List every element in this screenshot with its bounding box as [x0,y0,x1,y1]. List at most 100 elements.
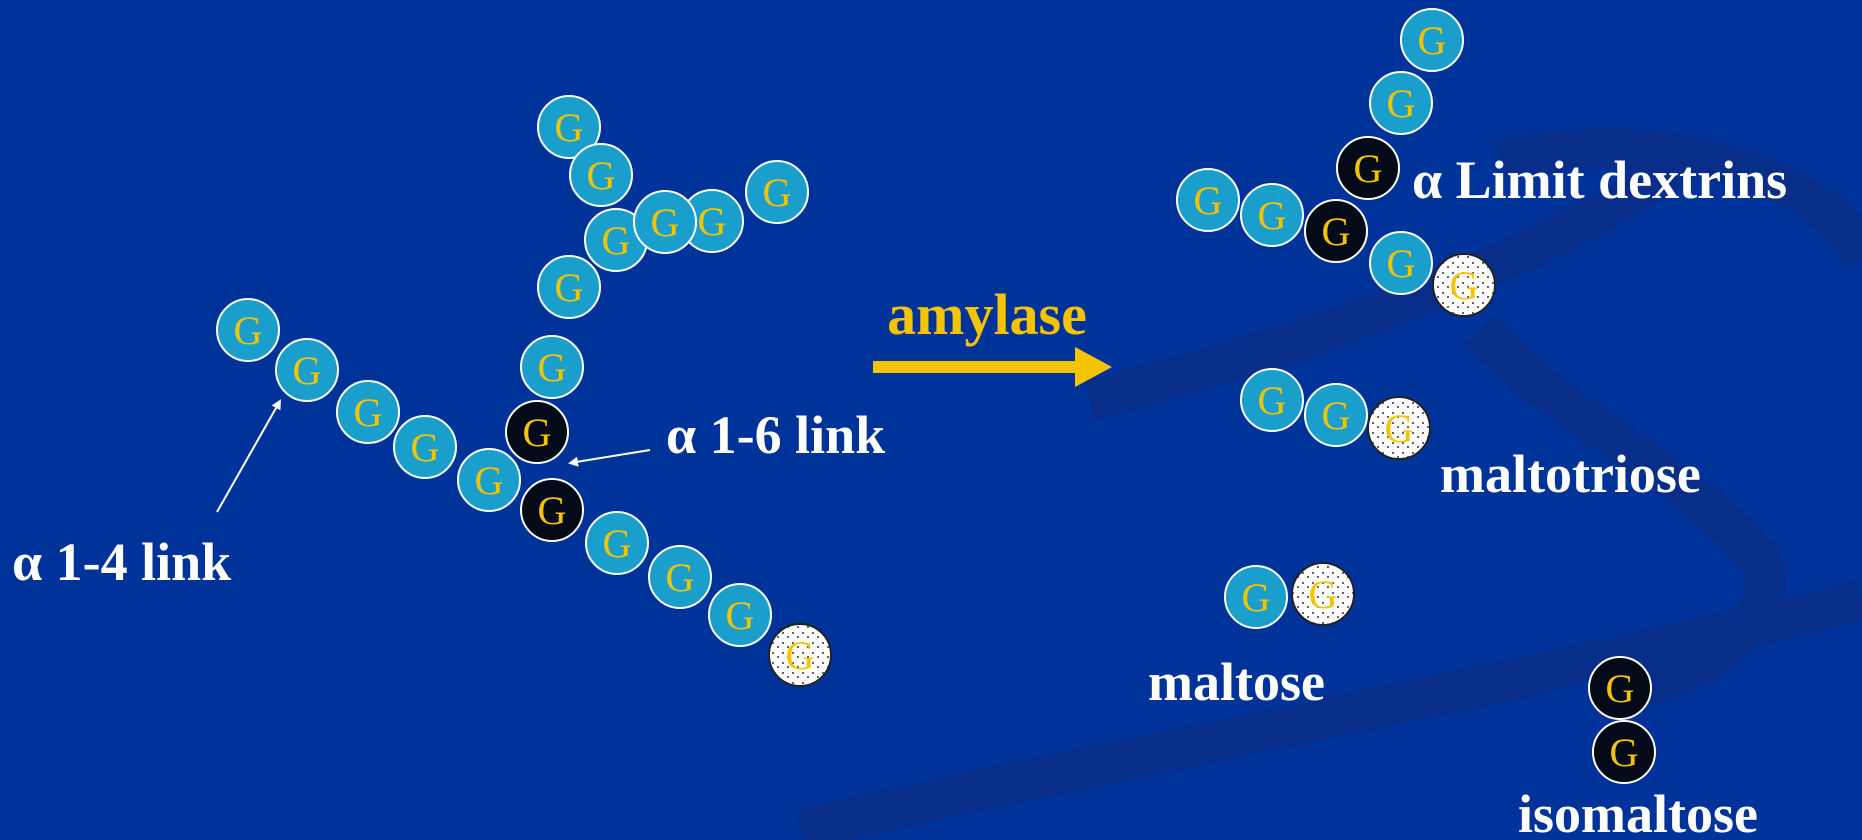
starch-reducing-end: G [768,623,832,687]
glucose-letter: G [1258,193,1287,238]
alpha-1-6-pointer [568,449,651,467]
glucose-letter: G [1309,572,1338,617]
glucose-circle [537,95,601,159]
amylase-label: amylase [887,282,1087,347]
glucose-circle [1369,231,1433,295]
starch-glucose: G [393,415,457,479]
starch-glucose: G [537,255,601,319]
limit-dextrins-label: α Limit dextrins [1412,150,1787,210]
glucose-circle [1367,396,1431,460]
alpha-1-4-link-label: α 1-4 link [12,532,231,592]
dextrin-glucose: G [1369,71,1433,135]
glucose-circle [457,448,521,512]
glucose-letter: G [698,199,727,244]
glucose-circle [520,478,584,542]
glucose-letter: G [1322,209,1351,254]
glucose-circle [1240,368,1304,432]
glucose-letter: G [587,153,616,198]
glucose-circle [1432,253,1496,317]
starch-glucose: G [708,583,772,647]
glucose-letter: G [603,521,632,566]
glucose-circle [1240,183,1304,247]
glucose-circle [633,190,697,254]
glucose-circle [1176,168,1240,232]
glucose-circle [336,380,400,444]
glucose-circle [1304,383,1368,447]
dextrin-glucose: G [1369,231,1433,295]
isomaltose-glucose: G [1588,656,1652,720]
glucose-circle [708,583,772,647]
maltose-label: maltose [1148,652,1325,712]
glucose-circle [1304,199,1368,263]
glucose-circle [585,511,649,575]
dextrin-glucose: G [1240,183,1304,247]
starch-glucose: G [569,143,633,207]
glucose-circle [275,338,339,402]
glucose-letter: G [726,593,755,638]
maltose-reducing-end: G [1291,562,1355,626]
glucose-circle [648,545,712,609]
glucose-circle [1336,136,1400,200]
glucose-letter: G [523,410,552,455]
glucose-circle [1400,8,1464,72]
glucose-circle [216,298,280,362]
glucose-letter: G [1242,575,1271,620]
starch-glucose: G [336,380,400,444]
glucose-letter: G [293,348,322,393]
glucose-circle [569,143,633,207]
starch-glucose: G [216,298,280,362]
starch-glucose: G [584,208,648,272]
glucose-circle [1291,562,1355,626]
glucose-circle [520,335,584,399]
starch-glucose: G [585,511,649,575]
glucose-circle [768,623,832,687]
maltotriose-glucose: G [1304,383,1368,447]
glucose-letter: G [1610,730,1639,775]
starch-glucose: G [633,190,697,254]
maltotriose-label: maltotriose [1440,444,1701,504]
glucose-letter: G [234,308,263,353]
starch-glucose: G [275,338,339,402]
isomaltose-label: isomaltose [1518,784,1758,840]
glucose-letter: G [1354,146,1383,191]
glucose-letter: G [666,555,695,600]
glucose-letter: G [475,458,504,503]
glucose-letter: G [1418,18,1447,63]
alpha-1-6-link-label: α 1-6 link [666,405,885,465]
glucose-letter: G [1385,406,1414,451]
glucose-letter: G [555,265,584,310]
glucose-letter: G [1258,378,1287,423]
glucose-letter: G [1387,81,1416,126]
starch-glucose: G [648,545,712,609]
isomaltose-reducing-end: G [1592,720,1656,784]
glucose-letter: G [538,345,567,390]
starch-glucose: G [745,160,809,224]
glucose-circle [1369,71,1433,135]
glucose-circle [505,400,569,464]
glucose-letter: G [1194,178,1223,223]
glucose-letter: G [538,488,567,533]
glucose-letter: G [1387,241,1416,286]
glucose-letter: G [651,200,680,245]
glucose-circle [537,255,601,319]
starch-branch-point: G [520,478,584,542]
glucose-circle [745,160,809,224]
glucose-letter: G [602,218,631,263]
starch-glucose: G [520,335,584,399]
maltotriose-reducing-end: G [1367,396,1431,460]
glucose-letter: G [555,105,584,150]
maltotriose-glucose: G [1240,368,1304,432]
glucose-letter: G [1606,666,1635,711]
dextrin-reducing-end: G [1432,253,1496,317]
glucose-letter: G [1322,393,1351,438]
starch-glucose: G [537,95,601,159]
starch-glucose: G [680,189,744,253]
starch-branch-point: G [505,400,569,464]
glucose-circle [1588,656,1652,720]
amylase-arrow [873,347,1112,387]
glucose-circle [1592,720,1656,784]
glucose-letter: G [1450,263,1479,308]
dextrin-branch-point: G [1304,199,1368,263]
background-swoosh [795,129,1862,840]
